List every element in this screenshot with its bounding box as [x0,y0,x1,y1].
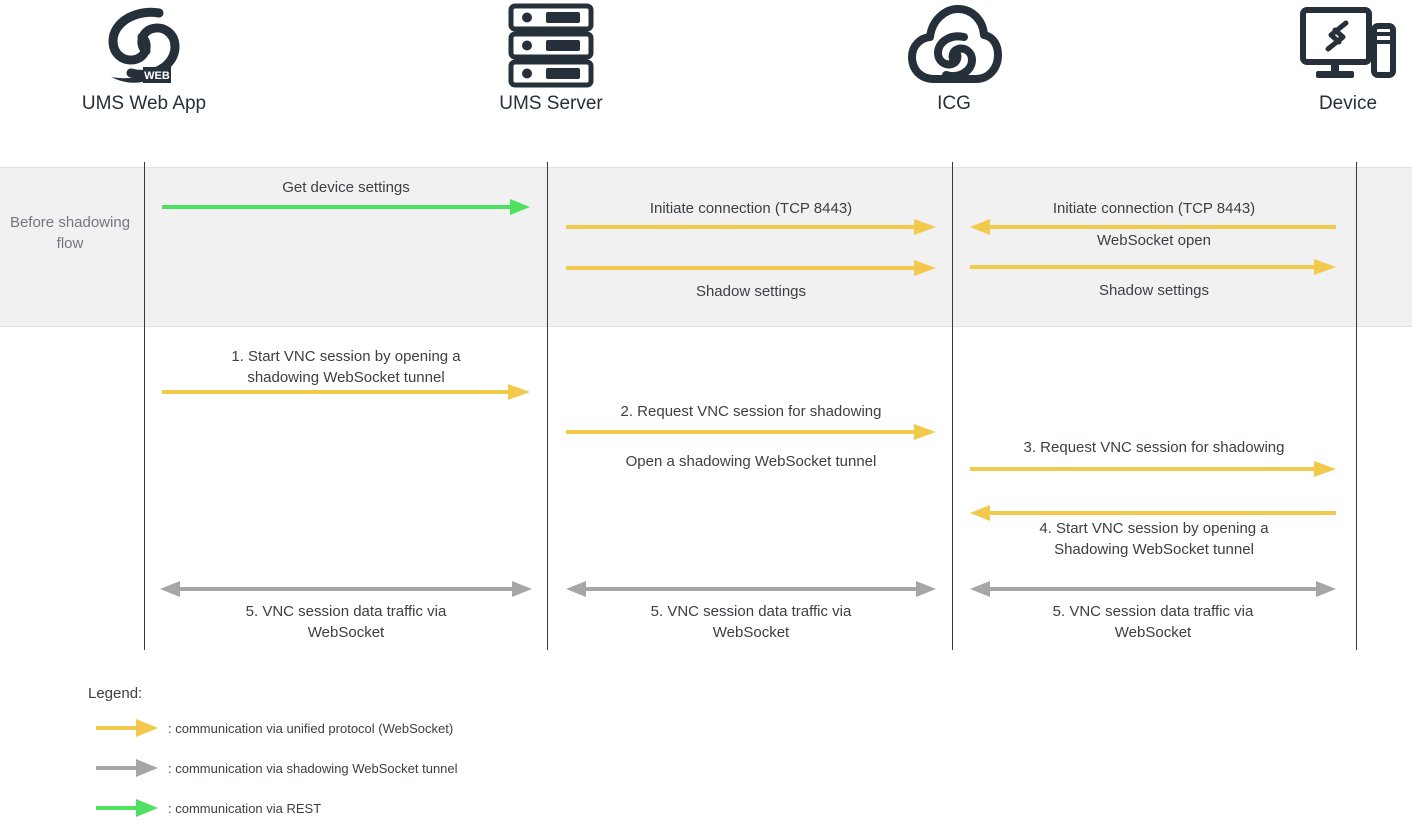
legend-title: Legend: [88,685,143,702]
arrow-shadow-settings-icg [970,259,1336,275]
legend-item-label: : communication via unified protocol (We… [168,720,454,736]
arrow-step-3 [970,461,1336,477]
lifeline-ums-server [547,162,548,650]
actor-label: Device [1318,93,1378,114]
actor-device: Device [1248,0,1412,150]
message-step-3: 3. Request VNC session for shadowing [1023,439,1285,456]
message-get-device-settings: Get device settings [282,179,410,196]
actor-label: UMS Web App [81,93,207,114]
message-initiate-connection-icg: Initiate connection (TCP 8443) [1052,200,1256,217]
legend-item-shadowing-tunnel: : communication via shadowing WebSocket … [96,757,458,779]
arrow-shadow-settings-server [566,260,936,276]
cloud-gateway-icon [854,0,1054,92]
lifeline-ums-web-app [144,162,145,650]
legend-item-rest: : communication via REST [96,797,321,819]
message-open-tunnel: Open a shadowing WebSocket tunnel [625,453,877,470]
gray-arrow-icon [96,759,158,777]
actor-ums-web-app: WEB UMS Web App [44,0,244,150]
arrow-initiate-connection-icg [970,219,1336,235]
arrow-step-5-webapp-server [160,581,532,597]
ums-web-app-logo-icon: WEB [44,0,244,92]
message-step-2: 2. Request VNC session for shadowing [620,403,882,420]
desktop-computer-icon [1248,0,1412,92]
arrow-step-4 [970,505,1336,521]
actor-label: ICG [937,93,971,114]
actor-label: UMS Server [499,93,603,114]
yellow-arrow-icon [96,719,158,737]
arrow-step-1 [162,384,530,400]
lifeline-device [1356,162,1357,650]
svg-text:WEB: WEB [144,70,170,82]
message-shadow-settings-server: Shadow settings [695,283,807,300]
server-rack-icon [451,0,651,92]
message-step-1: 1. Start VNC session by opening a shadow… [231,348,461,386]
before-shadowing-flow-band [0,167,1412,327]
arrow-step-2 [566,424,936,440]
legend-item-label: : communication via shadowing WebSocket … [168,760,458,776]
message-step-5-icg-device: 5. VNC session data traffic via WebSocke… [1052,603,1254,641]
legend-item-unified-protocol: : communication via unified protocol (We… [96,717,453,739]
arrow-initiate-connection-server [566,219,936,235]
actor-ums-server: UMS Server [451,0,651,150]
legend-item-label: : communication via REST [168,800,322,816]
lifeline-icg [952,162,953,650]
message-step-4: 4. Start VNC session by opening a Shadow… [1039,520,1269,558]
arrow-get-device-settings [162,199,530,215]
message-step-5-webapp-server: 5. VNC session data traffic via WebSocke… [245,603,447,641]
green-arrow-icon [96,799,158,817]
message-shadow-settings-icg: Shadow settings [1098,282,1210,299]
actor-icg: ICG [854,0,1054,150]
arrow-step-5-server-icg [566,581,936,597]
arrow-step-5-icg-device [970,581,1336,597]
message-websocket-open: WebSocket open [1097,232,1211,249]
message-initiate-connection-server: Initiate connection (TCP 8443) [649,200,853,217]
band-label: Before shadowing flow [9,214,131,252]
message-step-5-server-icg: 5. VNC session data traffic via WebSocke… [650,603,852,641]
